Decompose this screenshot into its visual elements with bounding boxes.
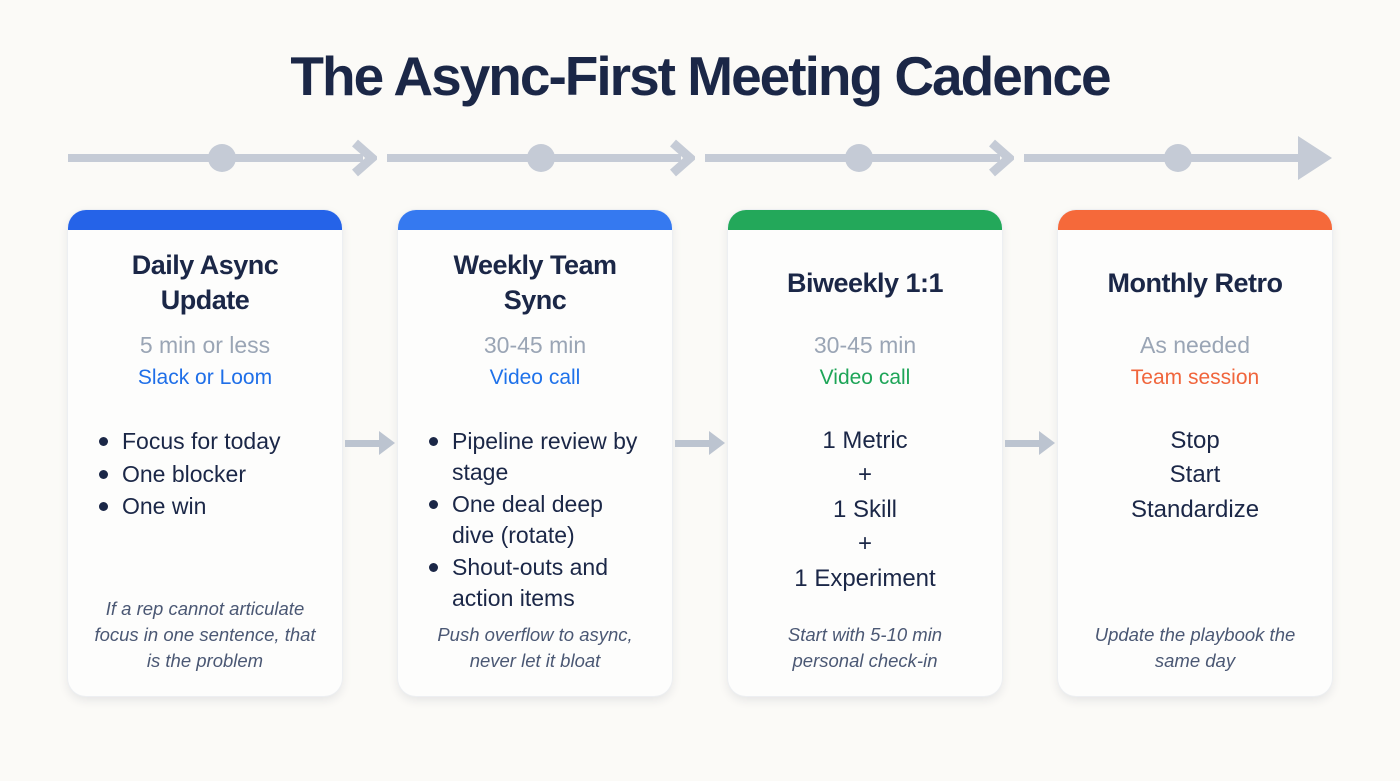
card-items: 1 Metric +1 Skill +1 Experiment — [752, 426, 978, 598]
arrow-line — [345, 440, 381, 447]
card-note: If a rep cannot articulate focus in one … — [94, 598, 316, 672]
arrow-right-icon — [345, 431, 395, 455]
card-body: Weekly Team Sync 30-45 min Video call Pi… — [398, 230, 672, 696]
card-item: Shout-outs and action items — [422, 552, 648, 613]
card-monthly-retro: Monthly Retro As needed Team session Sto… — [1058, 210, 1332, 696]
timeline-dot — [526, 144, 555, 172]
card-title: Monthly Retro — [1107, 267, 1284, 298]
card-item: 1 Metric — [822, 427, 908, 454]
card-body: Monthly Retro As needed Team session Sto… — [1058, 230, 1332, 696]
card-item: One blocker — [92, 459, 318, 490]
card-item: One win — [92, 491, 318, 522]
cards-row: Daily Async Update 5 min or less Slack o… — [68, 210, 1332, 696]
chevron-right-icon — [670, 139, 695, 177]
card-daily-async-update: Daily Async Update 5 min or less Slack o… — [68, 210, 342, 696]
chevron-right-icon — [351, 139, 377, 177]
card-note: Push overflow to async, never let it blo… — [437, 624, 633, 672]
timeline-segment — [705, 138, 1014, 178]
card-weekly-team-sync: Weekly Team Sync 30-45 min Video call Pi… — [398, 210, 672, 696]
card-item: Pipeline review by stage — [422, 426, 648, 487]
timeline-dot — [1163, 144, 1192, 172]
card-connector — [342, 210, 398, 696]
timeline — [68, 136, 1332, 180]
infographic-page: The Async-First Meeting Cadence Daily — [0, 44, 1400, 781]
card-note: Update the playbook the same day — [1094, 624, 1296, 672]
card-item: 1 Skill — [832, 495, 898, 523]
card-accent-bar — [398, 210, 672, 230]
card-duration: 30-45 min — [813, 332, 917, 358]
page-title: The Async-First Meeting Cadence — [290, 45, 1111, 107]
card-duration: 5 min or less — [139, 332, 271, 358]
arrow-head — [379, 431, 395, 455]
timeline-segment — [386, 138, 695, 178]
timeline-segment — [68, 138, 377, 178]
card-item: One deal deep dive (rotate) — [422, 489, 648, 550]
card-item: Start — [1169, 461, 1221, 489]
card-connector — [672, 210, 728, 696]
arrow-head — [709, 431, 725, 455]
arrow-right-icon — [1298, 136, 1332, 180]
card-title: Biweekly 1:1 — [786, 267, 944, 298]
card-duration: 30-45 min — [483, 332, 587, 358]
card-accent-bar — [68, 210, 342, 230]
card-item: + — [857, 461, 872, 489]
arrow-right-icon — [1005, 431, 1055, 455]
timeline-line — [1023, 154, 1302, 162]
card-duration: As needed — [1140, 332, 1250, 358]
arrow-head — [1039, 431, 1055, 455]
timeline-dot — [208, 144, 237, 172]
arrow-line — [1005, 440, 1041, 447]
card-title: Daily Async Update — [131, 250, 279, 315]
card-item: Focus for today — [92, 426, 318, 457]
card-item: Stop — [1170, 427, 1220, 454]
card-biweekly-1-1: Biweekly 1:1 30-45 min Video call 1 Metr… — [728, 210, 1002, 696]
card-body: Biweekly 1:1 30-45 min Video call 1 Metr… — [728, 230, 1002, 696]
card-item: + — [857, 530, 872, 558]
card-channel: Video call — [489, 366, 581, 389]
chevron-right-icon — [988, 139, 1014, 177]
arrow-right-icon — [675, 431, 725, 455]
card-connector — [1002, 210, 1058, 696]
card-accent-bar — [1058, 210, 1332, 230]
card-channel: Team session — [1130, 366, 1260, 389]
card-body: Daily Async Update 5 min or less Slack o… — [68, 230, 342, 696]
card-channel: Slack or Loom — [137, 366, 273, 389]
timeline-dot — [845, 144, 874, 172]
card-accent-bar — [728, 210, 1002, 230]
card-title: Weekly Team Sync — [453, 250, 617, 315]
timeline-segment — [1023, 136, 1332, 180]
card-item: 1 Experiment — [794, 564, 936, 592]
arrow-line — [675, 440, 711, 447]
card-channel: Video call — [819, 366, 911, 389]
card-item: Standardize — [1130, 495, 1260, 523]
card-note: Start with 5-10 min personal check-in — [787, 624, 943, 672]
